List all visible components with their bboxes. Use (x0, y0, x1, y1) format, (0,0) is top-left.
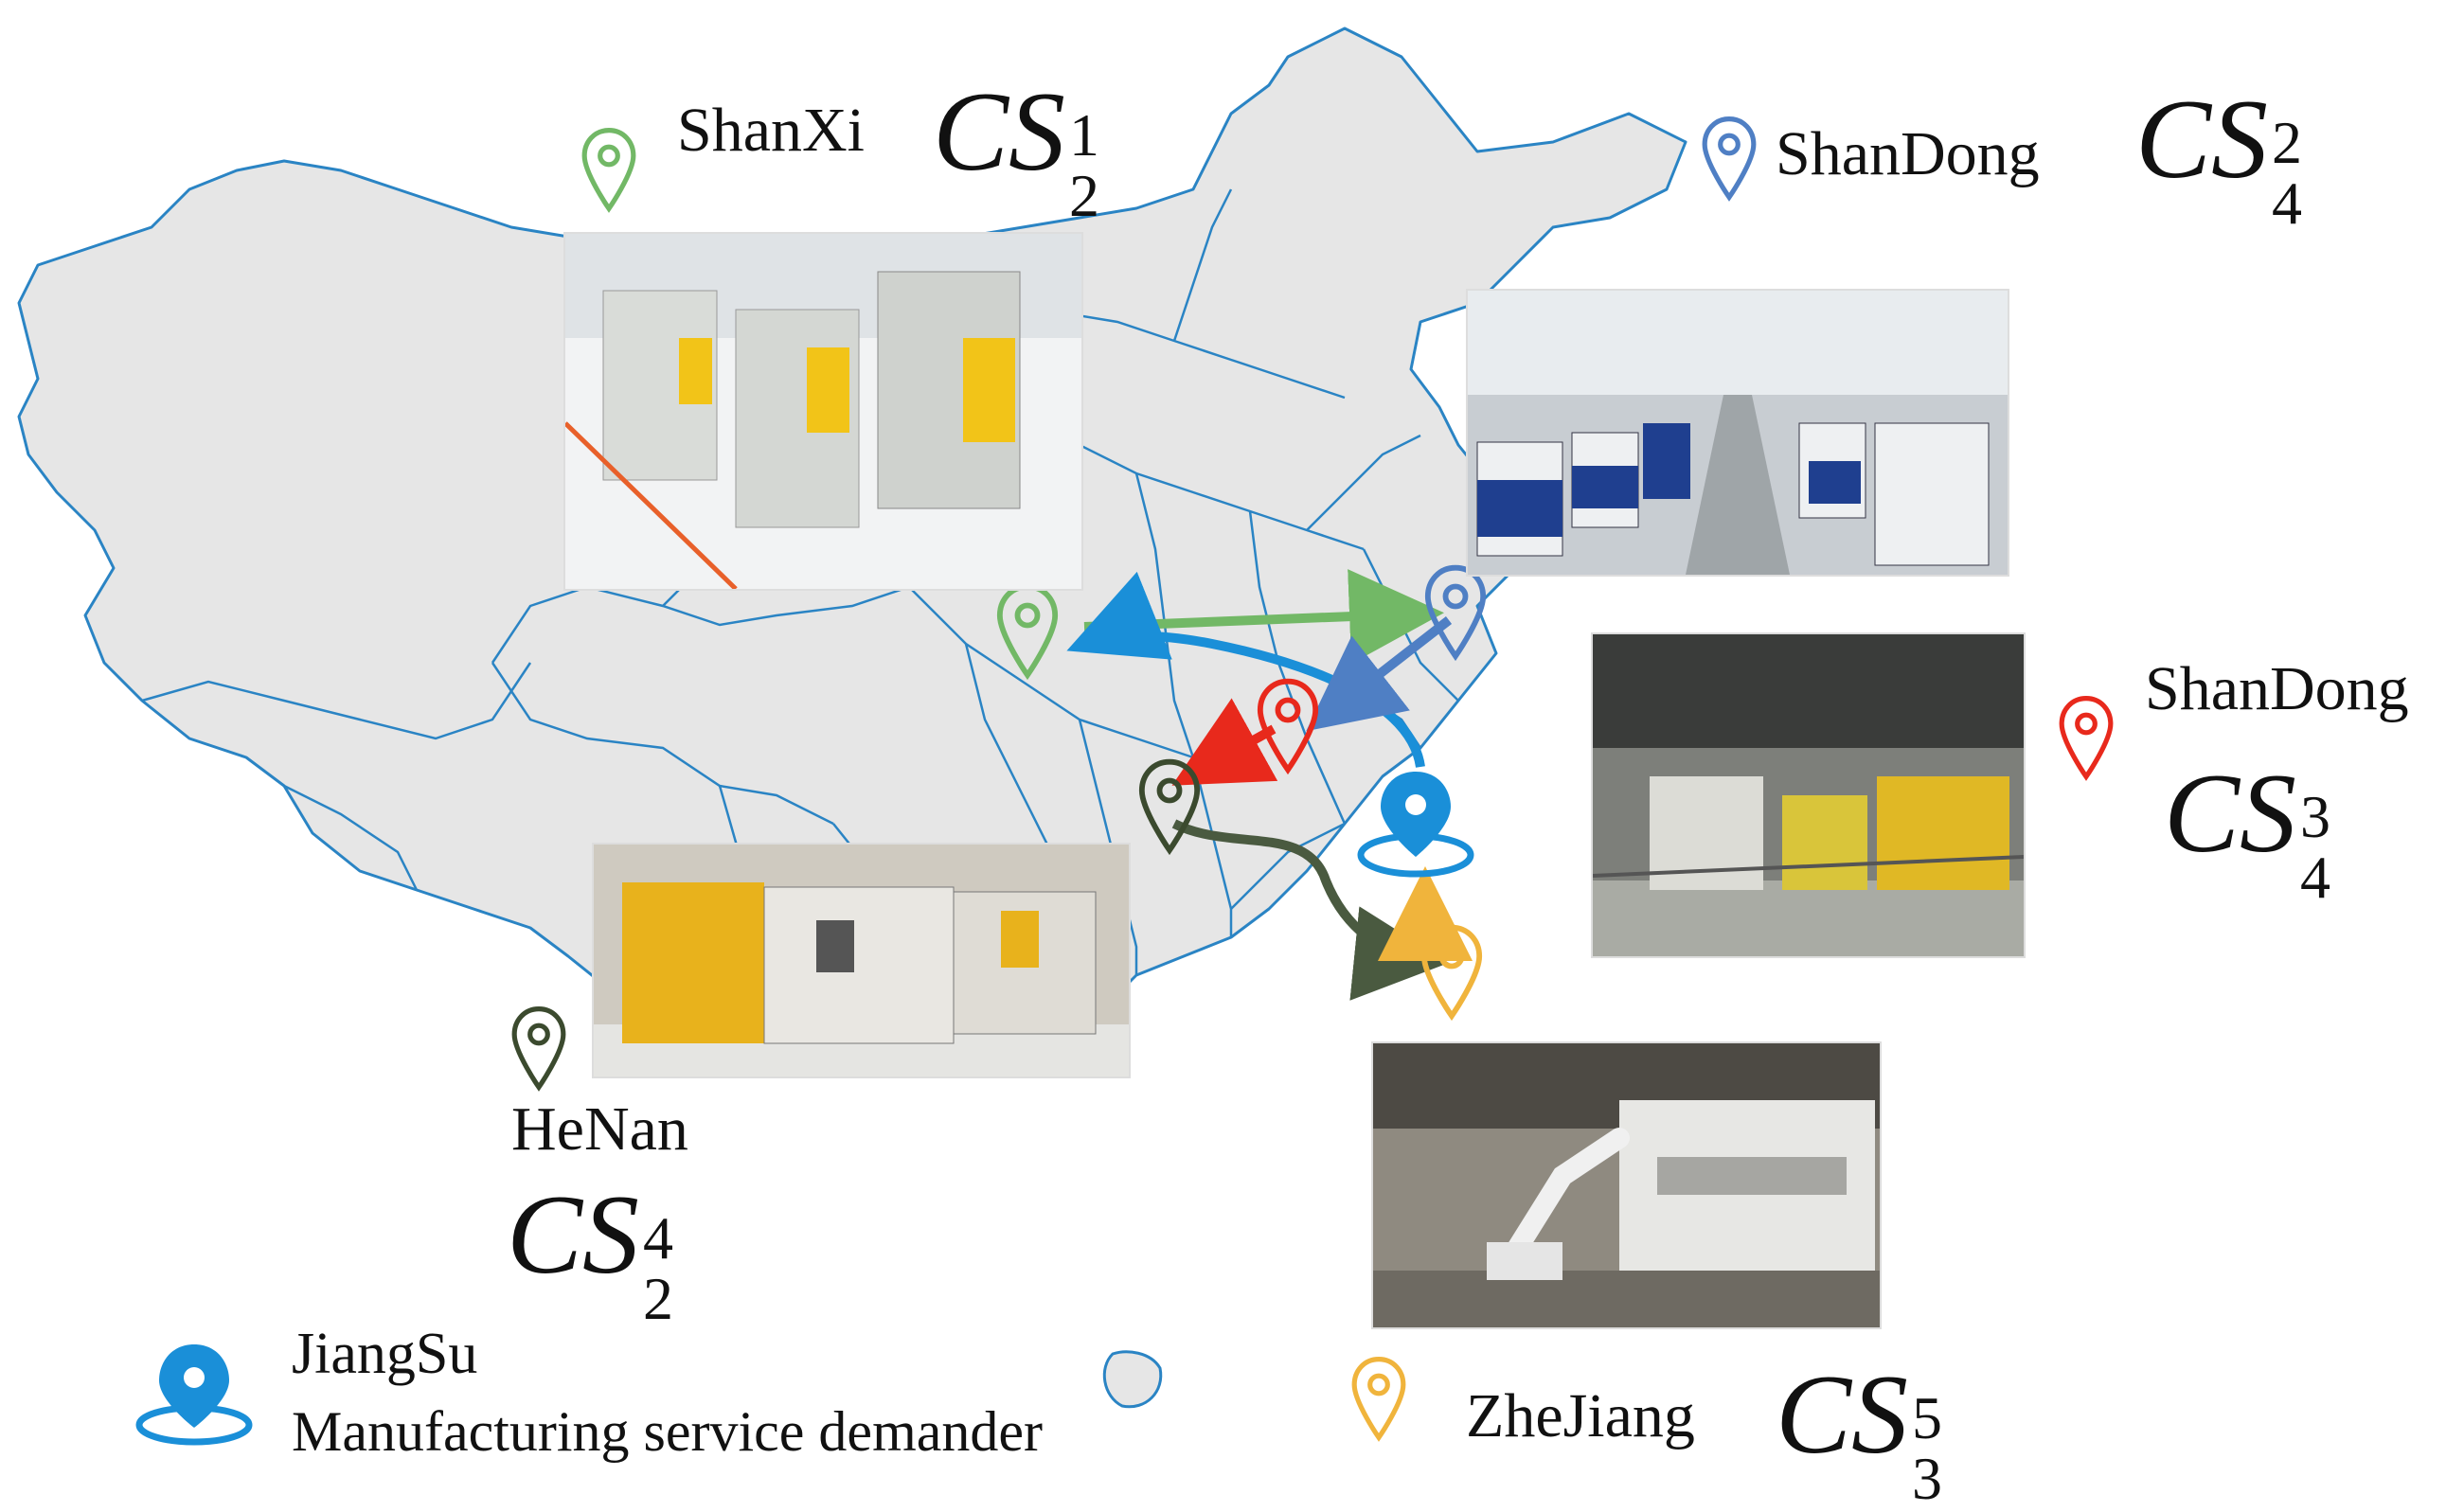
shandong2-legend-pin-icon (1705, 119, 1754, 198)
arrow-shandong2-to-shandong3 (1306, 616, 1453, 732)
shandong3-factory-photo (1591, 632, 2026, 958)
henan-cs-base: CS (507, 1171, 640, 1297)
shandong2-cs-sub: 4 (2272, 169, 2303, 238)
shanxi-legend-pin-icon (584, 131, 634, 209)
shanxi-factory-photo (563, 232, 1083, 591)
shanxi-cs-base: CS (933, 68, 1066, 194)
henan-cs-sub: 2 (643, 1265, 674, 1333)
zhejiang-pin-icon (1424, 928, 1479, 1016)
shandong2-cs-base: CS (2135, 76, 2269, 202)
flow-arrows (1066, 569, 1473, 1001)
shanxi-cs-sub: 2 (1069, 162, 1100, 230)
zhejiang-factory-photo (1371, 1041, 1882, 1329)
shanxi-cs-sup: 1 (1069, 101, 1100, 169)
jiangsu-legend-pin-icon (135, 1344, 253, 1446)
zhejiang-legend-pin-icon (1354, 1360, 1403, 1438)
henan-cs-sup: 4 (643, 1204, 674, 1272)
zhejiang-name-label: ZheJiang (1466, 1381, 1695, 1450)
shandong2-cs-sup: 2 (2272, 109, 2303, 177)
shandong3-cs-sup: 3 (2300, 783, 2331, 851)
shandong3-name-label: ShanDong (2145, 654, 2409, 723)
shandong3-legend-pin-icon (2062, 699, 2111, 777)
jiangsu-role-label: Manufacturing service demander (292, 1400, 1043, 1463)
map-pins (1000, 568, 1483, 1016)
jiangsu-pin-icon (1357, 772, 1474, 878)
zhejiang-cs-sub: 3 (1912, 1445, 1943, 1512)
zhejiang-cs-base: CS (1776, 1351, 1909, 1477)
henan-factory-photo (592, 843, 1131, 1078)
shandong3-cs-base: CS (2164, 750, 2297, 876)
zhejiang-cs-sup: 5 (1912, 1384, 1943, 1452)
shandong2-factory-photo (1466, 289, 2009, 577)
shandong2-name-label: ShanDong (1776, 119, 2040, 188)
henan-legend-pin-icon (514, 1009, 563, 1088)
legend-pins (135, 119, 2111, 1446)
jiangsu-name-label: JiangSu (292, 1322, 478, 1386)
henan-name-label: HeNan (511, 1094, 688, 1164)
shanxi-name-label: ShanXi (677, 96, 865, 165)
hainan-island (1102, 1350, 1163, 1409)
arrow-shandong3-to-henan (1171, 698, 1278, 786)
shandong3-cs-sub: 4 (2300, 844, 2331, 912)
